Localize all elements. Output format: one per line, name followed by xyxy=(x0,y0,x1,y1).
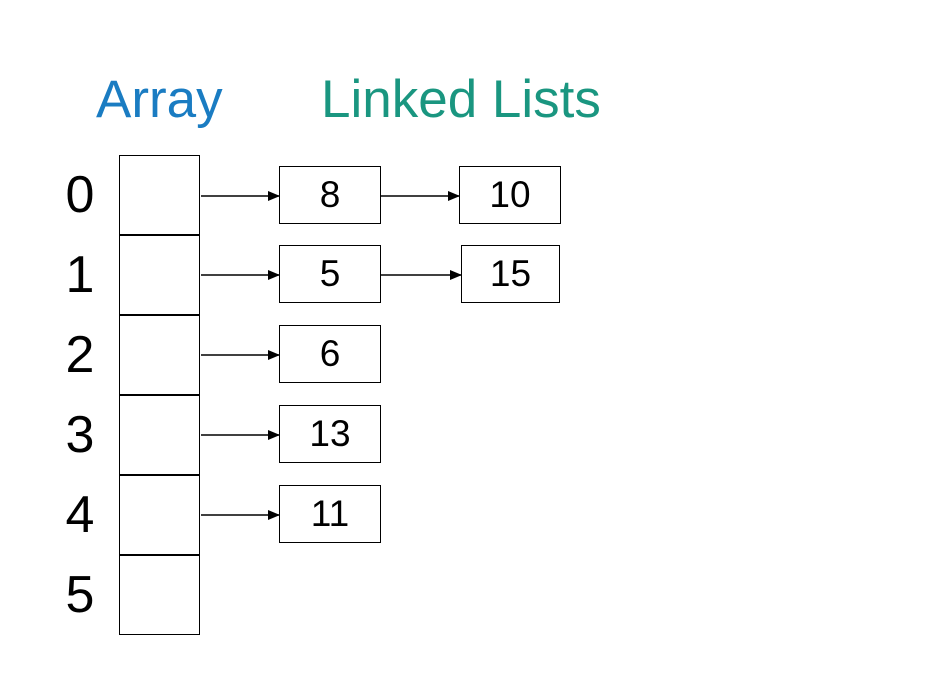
array-index-label: 4 xyxy=(65,486,95,544)
array-index-label: 0 xyxy=(65,166,95,224)
array-index-label: 1 xyxy=(65,246,95,304)
array-index-label: 2 xyxy=(65,326,95,384)
list-node: 13 xyxy=(279,405,381,463)
list-node: 6 xyxy=(279,325,381,383)
array-cell xyxy=(119,475,200,555)
array-index-label: 5 xyxy=(65,566,95,624)
list-node: 15 xyxy=(461,245,560,303)
list-node: 8 xyxy=(279,166,381,224)
list-node: 5 xyxy=(279,245,381,303)
array-cell xyxy=(119,155,200,235)
array-index-label: 3 xyxy=(65,406,95,464)
array-cell xyxy=(119,235,200,315)
linked-lists-title: Linked Lists xyxy=(321,70,601,129)
array-cell xyxy=(119,555,200,635)
list-node: 11 xyxy=(279,485,381,543)
array-cell xyxy=(119,395,200,475)
list-node: 10 xyxy=(459,166,561,224)
array-cell xyxy=(119,315,200,395)
array-title: Array xyxy=(96,70,223,129)
